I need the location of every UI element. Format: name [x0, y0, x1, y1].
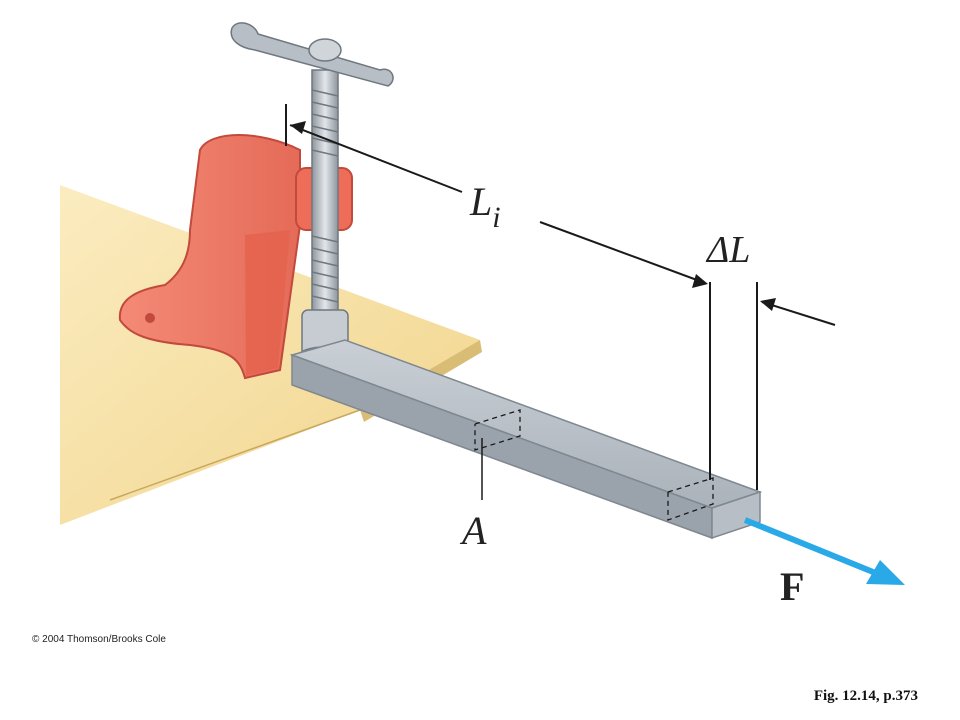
rod-top [289, 339, 763, 509]
force-arrow [743, 517, 905, 585]
initial-length-label: Li [469, 179, 501, 234]
length-dimension [285, 104, 836, 500]
li-dimension-line-right [539, 221, 706, 284]
clamp-shadow [245, 230, 290, 376]
force-arrow-shaft [743, 517, 880, 577]
figure-caption: Fig. 12.14, p.373 [813, 688, 918, 704]
initial-length-subscript: i [492, 201, 500, 234]
li-right-arrowhead [692, 274, 708, 288]
clamp [118, 134, 353, 380]
screw-shaft [311, 69, 339, 321]
force-arrowhead [866, 560, 905, 585]
copyright-notice: © 2004 Thomson/Brooks Cole [32, 634, 166, 645]
rod-front [291, 353, 713, 540]
screw-cap [308, 38, 342, 62]
li-left-arrowhead [290, 121, 306, 134]
clamp-screw [230, 22, 394, 366]
area-label: A [459, 508, 487, 553]
li-dimension-line-left [289, 124, 463, 193]
dl-arrowhead [760, 298, 776, 311]
rod-end [711, 490, 761, 540]
screw-threads [311, 89, 339, 303]
cross-section-a [474, 409, 521, 451]
cross-section-end [667, 477, 714, 521]
rod [289, 339, 763, 540]
dl-arrow-line [761, 301, 836, 326]
force-label: F [780, 564, 804, 609]
table-front-line [109, 409, 361, 501]
clamp-mount-hole [145, 313, 155, 323]
elongation-label: ΔL [705, 229, 750, 271]
